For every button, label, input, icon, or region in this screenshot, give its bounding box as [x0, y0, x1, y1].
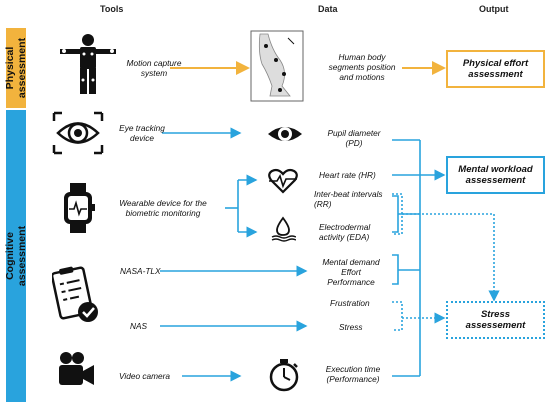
inter-beat-intervals-label: Inter-beat intervals(RR): [314, 189, 383, 209]
body-segments-label: Human body segments position and motions: [328, 52, 396, 82]
nas-label: NAS: [130, 321, 148, 331]
video-camera-icon: [56, 350, 96, 395]
dotted-to-stress: [402, 213, 500, 302]
clipboard-checklist-icon: [50, 266, 102, 331]
nasa-items-label: Mental demand Effort Performance: [322, 257, 380, 287]
nasa-bracket: [392, 254, 399, 285]
frustration-label: Frustration: [330, 298, 370, 308]
motion-capture-suit-icon: [56, 32, 120, 103]
eye-target-icon: [52, 110, 104, 161]
stress-data-label: Stress: [339, 322, 363, 332]
heart-rate-icon: [268, 168, 298, 199]
smartwatch-icon: [60, 182, 96, 239]
leg-motion-tracking-icon: [250, 30, 304, 107]
frustration-stress-dotted-bracket: [392, 301, 403, 331]
nasa-tlx-label: NASA-TLX: [120, 266, 161, 276]
eye-icon: [266, 122, 304, 151]
pupil-diameter-label: Pupil diameter(PD): [327, 128, 381, 148]
heart-rate-label: Heart rate (HR): [319, 170, 376, 180]
sweat-drop-skin-icon: [270, 216, 297, 247]
stopwatch-icon: [268, 358, 300, 397]
data-header: Data: [318, 4, 338, 14]
execution-time-label: Execution time(Performance): [325, 364, 381, 384]
tools-header: Tools: [100, 4, 124, 14]
output-header: Output: [479, 4, 509, 14]
video-camera-label: Video camera: [119, 371, 171, 381]
